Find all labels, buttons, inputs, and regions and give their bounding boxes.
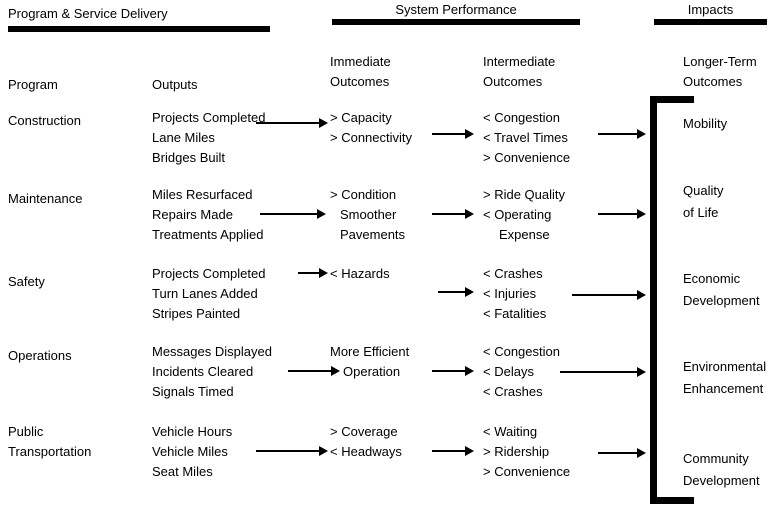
section-underline-system-performance (332, 19, 580, 25)
impact-environmental-enhancement-line1: Environmental (683, 359, 767, 374)
intermediate-outcome-line: < Waiting (483, 424, 538, 439)
column-header-intermediate-line2: Outcomes (483, 74, 543, 89)
section-title-program-service-delivery: Program & Service Delivery (8, 6, 168, 21)
intermediate-outcome-line: < Injuries (483, 286, 537, 301)
arrow-outputs-to-immediate-row3 (298, 268, 328, 278)
column-header-longer-term-line2: Outcomes (683, 74, 743, 89)
output-line: Signals Timed (152, 384, 234, 399)
arrow-immediate-to-intermediate-row5 (432, 446, 474, 456)
arrow-immediate-to-intermediate-row4 (432, 366, 474, 376)
arrow-outputs-to-immediate-row4 (288, 366, 340, 376)
arrow-immediate-to-intermediate-row3 (438, 287, 474, 297)
intermediate-outcome-line: < Crashes (483, 266, 543, 281)
column-header-immediate-line2: Outcomes (330, 74, 390, 89)
intermediate-outcome-line: < Fatalities (483, 306, 547, 321)
output-line: Treatments Applied (152, 227, 264, 242)
column-header-program: Program (8, 77, 58, 92)
program-maintenance: Maintenance (8, 191, 83, 206)
impact-mobility: Mobility (683, 116, 728, 131)
arrow-outputs-to-immediate-row5 (256, 446, 328, 456)
immediate-outcome-line: Smoother (340, 207, 397, 222)
arrow-intermediate-to-impacts-row3 (572, 290, 646, 300)
column-header-intermediate-line1: Intermediate (483, 54, 556, 69)
arrow-intermediate-to-impacts-row2 (598, 209, 646, 219)
output-line: Lane Miles (152, 130, 215, 145)
impact-environmental-enhancement-line2: Enhancement (683, 381, 764, 396)
immediate-outcome-line: Operation (343, 364, 401, 379)
arrow-intermediate-to-impacts-row5 (598, 448, 646, 458)
program-construction: Construction (8, 113, 81, 128)
program-public-transportation-line2: Transportation (8, 444, 92, 459)
impact-economic-development-line2: Development (683, 293, 760, 308)
section-title-impacts: Impacts (687, 2, 734, 17)
output-line: Messages Displayed (152, 344, 272, 359)
immediate-outcome-line: < Headways (330, 444, 402, 459)
impact-community-development-line1: Community (683, 451, 749, 466)
program-public-transportation-line1: Public (8, 424, 44, 439)
intermediate-outcome-line: > Convenience (483, 150, 571, 165)
intermediate-outcome-line: < Operating (483, 207, 552, 222)
column-header-immediate-line1: Immediate (330, 54, 391, 69)
impact-economic-development-line1: Economic (683, 271, 741, 286)
intermediate-outcome-line: > Ridership (483, 444, 550, 459)
output-line: Miles Resurfaced (152, 187, 253, 202)
immediate-outcome-line: > Capacity (330, 110, 392, 125)
intermediate-outcome-line: < Congestion (483, 110, 560, 125)
immediate-outcome-line: More Efficient (330, 344, 410, 359)
section-underline-program-service-delivery (8, 26, 270, 32)
output-line: Vehicle Hours (152, 424, 233, 439)
immediate-outcome-line: > Connectivity (330, 130, 413, 145)
output-line: Bridges Built (152, 150, 225, 165)
output-line: Seat Miles (152, 464, 213, 479)
arrow-outputs-to-immediate-row2 (260, 209, 326, 219)
impact-quality-of-life-line2: of Life (683, 205, 719, 220)
intermediate-outcome-line: < Travel Times (483, 130, 568, 145)
output-line: Projects Completed (152, 266, 266, 281)
section-underline-impacts (654, 19, 767, 25)
impacts-bracket (650, 96, 694, 504)
column-header-longer-term-line1: Longer-Term (683, 54, 757, 69)
impact-quality-of-life-line1: Quality (683, 183, 724, 198)
intermediate-outcome-line: > Ride Quality (483, 187, 566, 202)
intermediate-outcome-line: Expense (499, 227, 550, 242)
output-line: Stripes Painted (152, 306, 241, 321)
output-line: Turn Lanes Added (152, 286, 258, 301)
immediate-outcome-line: Pavements (340, 227, 406, 242)
arrow-immediate-to-intermediate-row2 (432, 209, 474, 219)
column-header-outputs: Outputs (152, 77, 198, 92)
arrow-intermediate-to-impacts-row4 (560, 367, 646, 377)
intermediate-outcome-line: < Delays (483, 364, 534, 379)
output-line: Vehicle Miles (152, 444, 228, 459)
arrow-intermediate-to-impacts-row1 (598, 129, 646, 139)
program-operations: Operations (8, 348, 72, 363)
output-line: Incidents Cleared (152, 364, 254, 379)
intermediate-outcome-line: < Congestion (483, 344, 560, 359)
immediate-outcome-line: > Condition (330, 187, 397, 202)
program-safety: Safety (8, 274, 45, 289)
immediate-outcome-line: > Coverage (330, 424, 398, 439)
impact-community-development-line2: Development (683, 473, 760, 488)
section-title-system-performance: System Performance (395, 2, 517, 17)
intermediate-outcome-line: > Convenience (483, 464, 571, 479)
arrow-outputs-to-immediate-row1 (256, 118, 328, 128)
output-line: Repairs Made (152, 207, 233, 222)
arrow-immediate-to-intermediate-row1 (432, 129, 474, 139)
output-line: Projects Completed (152, 110, 266, 125)
immediate-outcome-line: < Hazards (330, 266, 390, 281)
intermediate-outcome-line: < Crashes (483, 384, 543, 399)
